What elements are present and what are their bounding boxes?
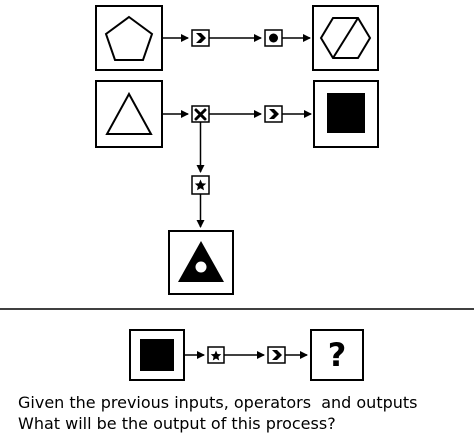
example-2-input-box	[95, 80, 163, 148]
chevron-right-icon	[269, 109, 279, 119]
operator-star-box	[191, 175, 210, 195]
question-line-1: Given the previous inputs, operators and…	[18, 393, 418, 412]
star-icon	[194, 179, 207, 191]
operator-cross-box	[191, 105, 210, 123]
example-1-output-box	[312, 5, 379, 71]
cross-icon	[194, 108, 207, 121]
example-3-output-box	[168, 230, 234, 295]
circle-icon	[269, 33, 278, 43]
filled-square-shape	[140, 339, 174, 371]
operator-chevron-box	[267, 346, 286, 364]
white-dot-shape	[195, 261, 207, 273]
star-icon	[210, 350, 222, 361]
hexagon-diagonal-line	[332, 17, 359, 59]
operator-circle-box	[264, 29, 283, 47]
question-mark: ?	[328, 336, 347, 374]
example-2-output-box	[313, 80, 379, 148]
operator-chevron-box	[191, 29, 210, 47]
query-input-box	[129, 329, 185, 381]
filled-square-shape	[327, 93, 365, 133]
operator-chevron-box	[264, 105, 283, 123]
query-output-box: ?	[310, 329, 364, 381]
question-text: Given the previous inputs, operators and…	[18, 392, 418, 434]
example-1-input-box	[95, 5, 163, 71]
pentagon-shape	[104, 15, 154, 61]
operator-star-box	[207, 346, 225, 364]
triangle-shape	[105, 91, 153, 135]
chevron-right-icon	[196, 33, 206, 43]
question-line-2: What will be the output of this process?	[18, 414, 336, 433]
chevron-right-icon	[272, 350, 282, 360]
